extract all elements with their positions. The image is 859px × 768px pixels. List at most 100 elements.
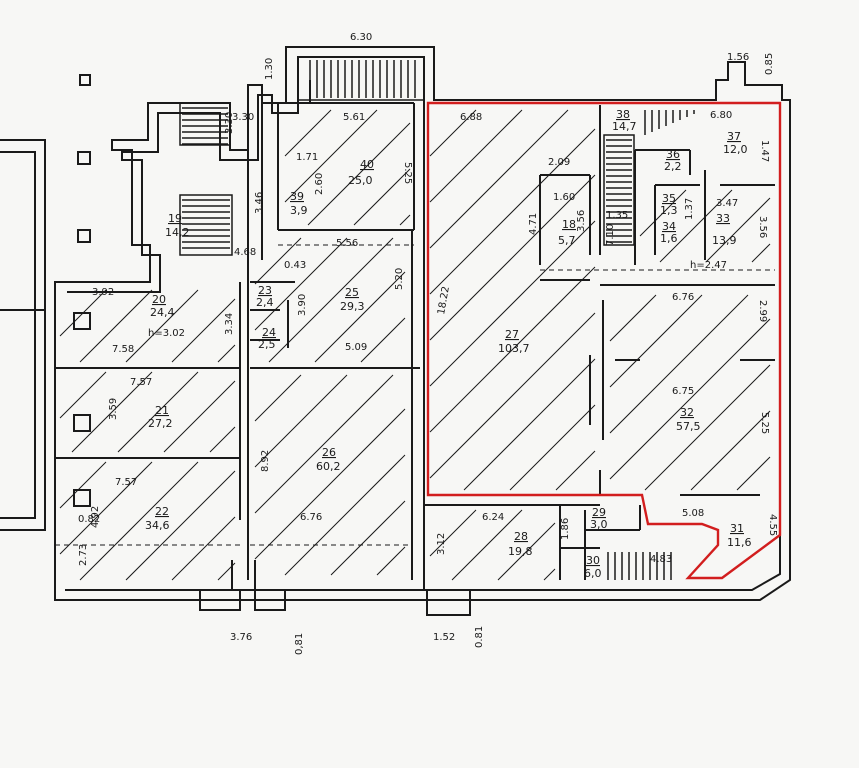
room-27-area: 103,7 <box>498 342 530 355</box>
room-31-area: 11,6 <box>727 536 752 549</box>
dim-1-60: 1.60 <box>553 192 575 203</box>
dim-3-34: 3.34 <box>224 313 235 335</box>
dim-4-71: 4.71 <box>528 213 539 235</box>
hatch-line <box>314 271 406 363</box>
room-30-area: 6,0 <box>584 567 602 580</box>
hatch-line <box>125 470 236 581</box>
room-25-area: 29,3 <box>340 300 365 313</box>
room-18-number: 18 <box>562 218 576 231</box>
room-21-area: 27,2 <box>148 417 173 430</box>
hatch-line <box>543 568 556 581</box>
room-34-number: 34 <box>662 220 676 233</box>
hatch-line <box>463 358 596 491</box>
hatch-line <box>751 243 771 263</box>
dim-4-92: 4.92 <box>90 506 101 528</box>
hatch-line <box>429 220 596 387</box>
dim-3-59: 3.59 <box>108 398 119 420</box>
dim-5-56: 5.56 <box>336 238 358 249</box>
dim-bottom-a: 3.76 <box>230 632 252 643</box>
dim-6-76b: 6.76 <box>672 292 694 303</box>
hatch-line <box>360 317 406 363</box>
dim-2-73: 2.73 <box>78 544 89 566</box>
room-20-number: 20 <box>152 293 166 306</box>
room-33-area: 13,9 <box>712 234 737 247</box>
room-19-area: 14,2 <box>165 226 190 239</box>
room-38-area: 14,7 <box>612 120 637 133</box>
room-31-number: 31 <box>730 522 744 535</box>
dim-0-82: 0.82 <box>78 514 100 525</box>
dim-5-25: 5.25 <box>402 162 413 184</box>
room-24-area: 2,5 <box>258 338 276 351</box>
dim-2-60: 2.60 <box>314 173 325 195</box>
dim-0-43: 0.43 <box>284 260 306 271</box>
hatch-line <box>254 237 348 331</box>
dim-1-35: 1.35 <box>606 210 628 221</box>
dim-5-08: 5.08 <box>682 508 704 519</box>
room-37-number: 37 <box>727 130 741 143</box>
hatch-line <box>429 312 596 479</box>
room-40-number: 40 <box>360 158 374 171</box>
hatch-line <box>429 109 477 157</box>
dim-5-09: 5.09 <box>345 342 367 353</box>
hatch-line <box>429 109 569 249</box>
room-20-area: 24,4 <box>150 306 175 319</box>
hatch-line <box>399 214 411 226</box>
dim-6-88: 6.88 <box>460 112 482 123</box>
hatch-line <box>254 237 302 285</box>
hatch-line <box>330 500 406 576</box>
dim-3-30b: 3.30 <box>224 112 235 134</box>
hatch-line <box>509 404 596 491</box>
hatch-line <box>284 109 332 157</box>
room-26-number: 26 <box>322 446 336 459</box>
dim-4-55: 4.55 <box>767 514 778 536</box>
dim-6-24: 6.24 <box>482 512 504 523</box>
dim-3-12: 3.12 <box>436 533 447 555</box>
hatch-line <box>284 109 378 203</box>
hatch-line <box>171 298 236 363</box>
stairs <box>179 56 695 580</box>
dim-top-stair: 6.30 <box>350 32 372 43</box>
hatch-line <box>254 374 302 422</box>
room-30-number: 30 <box>586 554 600 567</box>
room-29-area: 3,0 <box>590 518 608 531</box>
dim-7-57: 7.57 <box>130 377 152 388</box>
hatch-line <box>217 562 236 581</box>
dim-3-47: 3.47 <box>716 198 738 209</box>
dim-1-37: 1.37 <box>684 198 695 220</box>
room-32-area: 57,5 <box>676 420 701 433</box>
room-33-height: h=2.47 <box>690 260 727 271</box>
hatch-line <box>659 189 733 263</box>
dim-6-76a: 6.76 <box>300 512 322 523</box>
hatch-line <box>254 374 394 514</box>
dim-3-56b: 3.56 <box>757 216 768 238</box>
dim-3-90: 3.90 <box>297 294 308 316</box>
hatch-line <box>254 408 406 560</box>
hatch-line <box>59 289 107 337</box>
hatch-line <box>71 371 153 453</box>
dim-3-92: 3.92 <box>92 287 114 298</box>
hatch-line <box>254 374 348 468</box>
room-24-number: 24 <box>262 326 276 339</box>
room-23-area: 2,4 <box>256 296 274 309</box>
dim-4-83: 4.83 <box>650 554 672 565</box>
room-33-number: 33 <box>716 212 730 225</box>
hatch-line <box>609 294 657 342</box>
dim-7-58: 7.58 <box>112 344 134 355</box>
hatch-line <box>163 380 236 453</box>
hatch-line <box>451 509 523 581</box>
hatch-line <box>79 461 199 581</box>
dim-3-46: 3.46 <box>254 192 265 214</box>
room-28-area: 19,8 <box>508 545 533 558</box>
dim-5-25b: 5.25 <box>759 412 770 434</box>
room-25-number: 25 <box>345 286 359 299</box>
room-29-number: 29 <box>592 506 606 519</box>
dim-7-57b: 7.57 <box>115 477 137 488</box>
hatch-line <box>429 509 477 557</box>
dim-7-10: 7.10 <box>605 224 616 246</box>
dim-bottom-c: 1.52 <box>433 632 455 643</box>
dim-top-right-a: 1.56 <box>727 52 749 63</box>
hatch-line <box>59 461 107 509</box>
dim-bottom-d: 0.81 <box>474 626 485 648</box>
